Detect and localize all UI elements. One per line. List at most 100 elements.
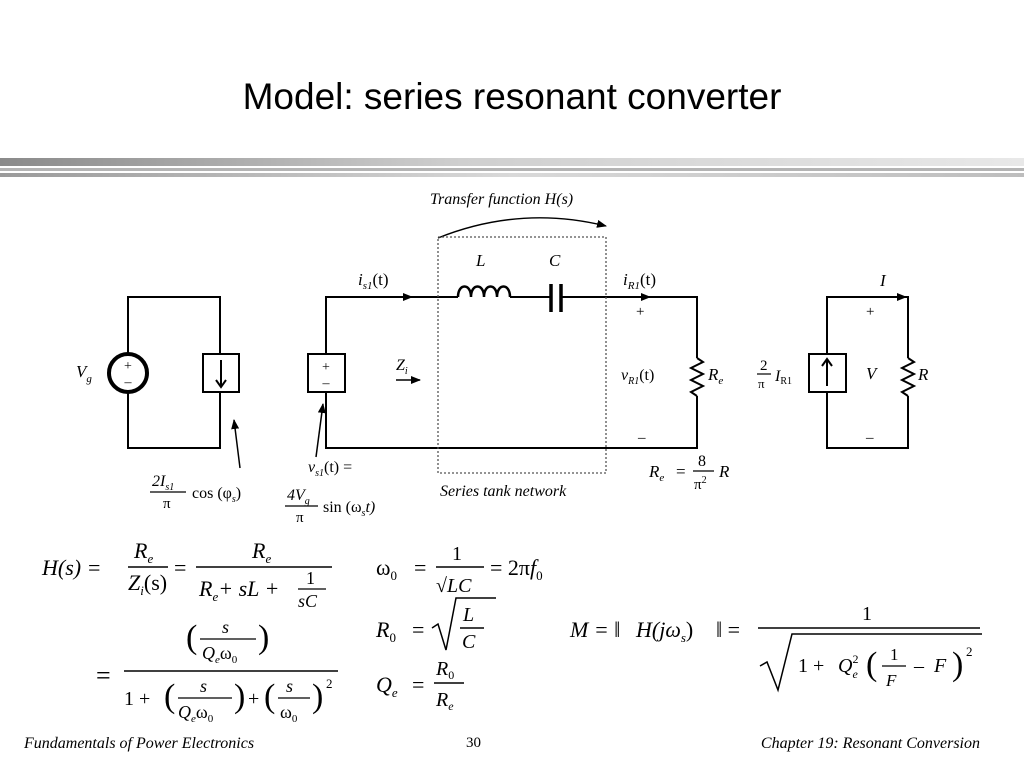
output-minus-sign: –: [865, 430, 874, 446]
ir1-label: iR1(t): [623, 270, 656, 292]
vg-plus-sign: +: [124, 359, 132, 374]
output-current-arrow-head-icon: [821, 357, 833, 367]
output-voltage-label: V: [866, 364, 879, 383]
h-f3-den-square: 2: [326, 676, 333, 691]
h-equals-1: =: [174, 555, 186, 580]
transfer-function-arrow: [437, 217, 607, 239]
h-f3-numerator-qw: Qeω0: [202, 643, 238, 666]
r0-lhs: R0: [375, 617, 396, 645]
vr1-label: vR1(t): [621, 367, 654, 387]
output-circuit: [808, 293, 917, 449]
src-cos-term: cos (φs): [192, 485, 241, 505]
inductor-icon: [456, 285, 512, 298]
footer-chapter-title: Chapter 19: Resonant Conversion: [760, 735, 980, 752]
qe-lhs: Qe: [376, 672, 398, 700]
w0-numerator: 1: [452, 543, 462, 565]
out-coeff-denominator: π: [758, 376, 765, 391]
input-circuit: [107, 296, 241, 469]
re-label: Re: [707, 365, 723, 387]
h-f3-den-qw: Qeω0: [178, 702, 214, 725]
qe-denominator: Re: [435, 689, 454, 713]
m-den-minus: –: [913, 655, 925, 677]
vs1-sin-term: sin (ωst): [323, 499, 375, 519]
m-numerator: 1: [862, 603, 872, 625]
out-coeff-numerator: 2: [760, 358, 768, 374]
src-coeff-numerator: 2Is1: [152, 473, 174, 493]
output-plus-sign: +: [866, 304, 874, 320]
qe-numerator: R0: [435, 658, 454, 682]
r0-equals: =: [412, 617, 424, 642]
h-f3-numerator-paren-close: ): [258, 619, 269, 656]
h-f3-den-s: s: [200, 676, 207, 696]
title-rule-top: [0, 158, 1024, 166]
src-coeff-denominator: π: [163, 496, 171, 512]
h-f3-den-one: 1 +: [124, 688, 150, 710]
vs1-label: vs1(t) =: [308, 459, 352, 479]
h-f3-den-w2: ω0: [280, 702, 298, 725]
h-f2-inner-numerator: 1: [306, 568, 315, 588]
vg-label: Vg: [76, 362, 92, 385]
load-resistor-label: R: [917, 365, 929, 384]
h-lhs: H(s) =: [41, 555, 101, 580]
r0-numerator: L: [462, 604, 474, 626]
r0-denominator: C: [462, 631, 476, 653]
footer-page-number: 30: [466, 735, 481, 751]
m-den-paren-close: ): [952, 646, 963, 683]
h-f1-denominator: Zi(s): [128, 570, 167, 598]
title-rule-bottom: [0, 173, 1024, 177]
r0-sqrt-sign-icon: [431, 597, 496, 651]
tank-circuit: [307, 217, 706, 458]
h-f3-den-paren-1-open: (: [164, 678, 175, 715]
re-eq-numerator: 8: [698, 453, 706, 470]
input-current-arrow-head-icon: [215, 379, 227, 389]
tank-top-left-wire: [325, 296, 458, 354]
tank-top-right-wire: [561, 296, 698, 358]
slide-title: Model: series resonant converter: [242, 76, 782, 117]
w0-equals: =: [414, 555, 426, 580]
input-current-annotation-arrow: [231, 419, 241, 469]
m-den-inner-denominator: F: [885, 671, 897, 690]
output-current-label: I: [879, 271, 887, 290]
h-f1-numerator: Re: [133, 538, 153, 566]
vr1-plus-sign: +: [636, 304, 644, 320]
h-f3-den-plus: +: [248, 688, 259, 710]
h-f3-den-s2: s: [286, 676, 293, 696]
title-rule-middle: [0, 168, 1024, 171]
vs1-denominator: π: [296, 510, 304, 526]
h-f2-numerator: Re: [251, 538, 271, 566]
h-f2-inner-denominator: sC: [298, 591, 318, 611]
vg-source-icon: [107, 352, 149, 394]
series-tank-dashed-box: [437, 236, 607, 474]
m-sqrt-sign-icon: [759, 633, 982, 693]
re-eq-equals: =: [676, 462, 686, 481]
output-bottom-wire: [826, 392, 909, 449]
sq-source-plus-sign: +: [322, 360, 330, 375]
w0-rhs: = 2πf0: [490, 555, 543, 583]
m-lhs: M = ‖: [569, 617, 620, 642]
h-equals-2: =: [96, 661, 111, 690]
tank-bottom-wire: [325, 392, 698, 449]
qe-equals: =: [412, 672, 424, 697]
vs1-numerator: 4Vg: [287, 487, 310, 507]
load-resistor-icon: [899, 357, 917, 397]
capacitor-label: C: [549, 251, 561, 270]
sq-source-minus-sign: –: [322, 376, 331, 391]
is1-label: is1(t): [358, 270, 389, 292]
h-f3-numerator-s: s: [222, 617, 229, 637]
output-top-wire: [826, 296, 909, 358]
re-eq-r: R: [718, 462, 730, 481]
capacitor-icon: [549, 284, 563, 312]
h-f3-den-paren-1-close: ): [234, 678, 245, 715]
input-loop-wire: [127, 296, 221, 449]
footer-book-title: Fundamentals of Power Electronics: [24, 735, 255, 752]
re-eq-denominator: π2: [694, 475, 707, 493]
h-f3-den-paren-2-close: ): [312, 678, 323, 715]
h-f3-numerator-paren-open: (: [186, 619, 197, 656]
vs1-annotation-arrow: [315, 403, 326, 458]
m-den-inner-numerator: 1: [890, 645, 899, 664]
w0-lhs: ω0: [376, 555, 397, 583]
vr1-minus-sign: –: [637, 430, 646, 446]
m-den-f: F: [933, 655, 947, 677]
